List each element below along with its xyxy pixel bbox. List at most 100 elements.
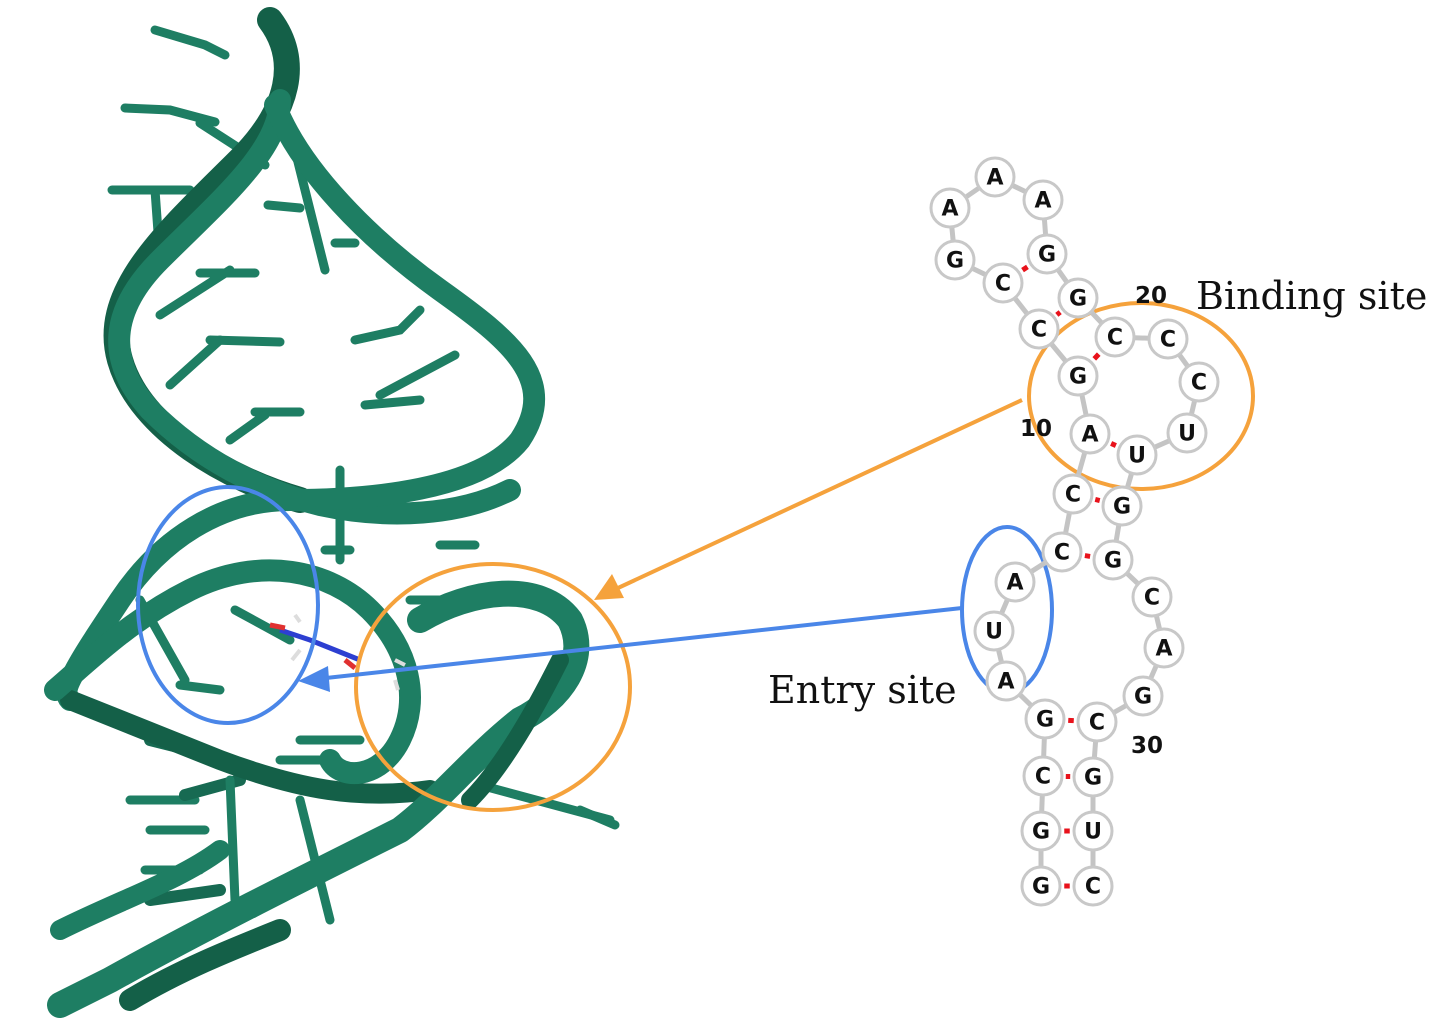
nucleotide: G <box>1092 539 1134 581</box>
nucleotide-letter: G <box>1104 549 1122 574</box>
position-number-30: 30 <box>1131 733 1163 759</box>
nucleotide: C <box>1094 316 1136 358</box>
nucleotide-letter: A <box>1081 423 1098 448</box>
nucleotide-letter: U <box>985 620 1003 645</box>
nucleotide: C <box>1131 576 1173 618</box>
nucleotide: C <box>982 262 1024 304</box>
nucleotide-letter: G <box>1069 365 1087 390</box>
nucleotide-circle <box>1041 531 1083 573</box>
nucleotide: G <box>1024 698 1066 740</box>
nucleotide-letter: C <box>1065 483 1081 508</box>
nucleotide-letter: A <box>997 670 1014 695</box>
nucleotide-letter: C <box>995 272 1011 297</box>
nucleotide: A <box>994 561 1036 603</box>
nucleotide: G <box>1122 675 1164 717</box>
nucleotide-letter: U <box>1084 820 1102 845</box>
nucleotide-circle <box>1094 316 1136 358</box>
nucleotide-letter: C <box>1035 765 1051 790</box>
nucleotide-circle <box>1026 233 1068 275</box>
base-pair-links <box>1021 264 1117 889</box>
nucleotide: A <box>1022 179 1064 221</box>
nucleotide-circle <box>1131 576 1173 618</box>
nucleotide-circle <box>1076 701 1118 743</box>
nucleotide: C <box>1041 531 1083 573</box>
nucleotide: G <box>1020 810 1062 852</box>
nucleotide: C <box>1052 473 1094 515</box>
nucleotide-letter: G <box>1069 287 1087 312</box>
binding-site-ellipse-3d <box>354 562 632 812</box>
nucleotide-circle <box>1092 539 1134 581</box>
nucleotide-circle <box>1072 756 1114 798</box>
nucleotide: C <box>1147 318 1189 360</box>
entry-site-ellipse-3d <box>136 485 320 725</box>
nucleotide-letter: C <box>1107 326 1123 351</box>
nucleotide-circle <box>1052 473 1094 515</box>
nucleotide: A <box>1069 413 1111 455</box>
nucleotide: C <box>1076 701 1118 743</box>
nucleotide: A <box>1143 627 1185 669</box>
nucleotide-circle <box>1178 361 1220 403</box>
nucleotide-letter: C <box>1054 541 1070 566</box>
nucleotide-letter: A <box>941 197 958 222</box>
nucleotide-letter: U <box>1178 422 1196 447</box>
base-pair-link <box>1092 352 1101 361</box>
nucleotide: A <box>929 187 971 229</box>
nucleotide-circle <box>1101 485 1143 527</box>
nucleotide-circle <box>994 561 1036 603</box>
base-pair-link <box>1094 497 1101 503</box>
nucleotide: G <box>1057 355 1099 397</box>
nucleotide-letter: C <box>1031 318 1047 343</box>
nucleotide-letter: C <box>1160 328 1176 353</box>
nucleotide-letter: G <box>1032 875 1050 900</box>
nucleotide-letter: A <box>1006 571 1023 596</box>
rna-3d-model <box>44 7 620 1018</box>
nucleotide-letter: G <box>1036 708 1054 733</box>
nucleotide-circle <box>1057 355 1099 397</box>
nucleotide-letter: G <box>946 249 964 274</box>
ligand-stick-model <box>269 613 406 691</box>
nucleotide: G <box>1072 756 1114 798</box>
nucleotide: U <box>1166 412 1208 454</box>
nucleotide: A <box>985 660 1027 702</box>
nucleotide-circle <box>1020 810 1062 852</box>
nucleotide-circle <box>1122 675 1164 717</box>
nucleotide-circle <box>1116 434 1158 476</box>
nucleotide-circle <box>1147 318 1189 360</box>
nucleotide: G <box>1020 865 1062 907</box>
nucleotide-circle <box>934 239 976 281</box>
entry-site-label: Entry site <box>768 668 957 712</box>
nucleotide-circle <box>1166 412 1208 454</box>
nucleotide: U <box>973 610 1015 652</box>
nucleotide-letter: A <box>986 166 1003 191</box>
nucleotide-letter: G <box>1038 243 1056 268</box>
nucleotide-circle <box>985 660 1027 702</box>
nucleotide: G <box>1026 233 1068 275</box>
nucleotide-layer: G G C G A U A C C A G C C G A A A G G C … <box>929 156 1220 907</box>
nucleotide-letter: A <box>1155 637 1172 662</box>
nucleotide-circle <box>982 262 1024 304</box>
nucleotide-letter: A <box>1034 189 1051 214</box>
nucleotide-circle <box>929 187 971 229</box>
nucleotide-circle <box>1020 865 1062 907</box>
nucleotide: G <box>934 239 976 281</box>
nucleotide-circle <box>1072 810 1114 852</box>
nucleotide: U <box>1072 810 1114 852</box>
binding-site-label: Binding site <box>1196 274 1427 318</box>
nucleotide-circle <box>1018 308 1060 350</box>
nucleotide: C <box>1178 361 1220 403</box>
nucleotide-circle <box>1022 755 1064 797</box>
nucleotide: A <box>974 156 1016 198</box>
backbone-ribbons <box>44 7 590 1018</box>
nucleotide-circle <box>1057 277 1099 319</box>
nucleotide-circle <box>1143 627 1185 669</box>
nucleotide-letter: C <box>1144 586 1160 611</box>
nucleotide: C <box>1072 865 1114 907</box>
nucleotide-letter: C <box>1191 371 1207 396</box>
nucleotide-letter: C <box>1085 875 1101 900</box>
nucleotide-letter: C <box>1089 711 1105 736</box>
nucleotide: C <box>1018 308 1060 350</box>
nucleotide-circle <box>1022 179 1064 221</box>
nucleotide: G <box>1101 485 1143 527</box>
position-number-20: 20 <box>1135 283 1167 309</box>
